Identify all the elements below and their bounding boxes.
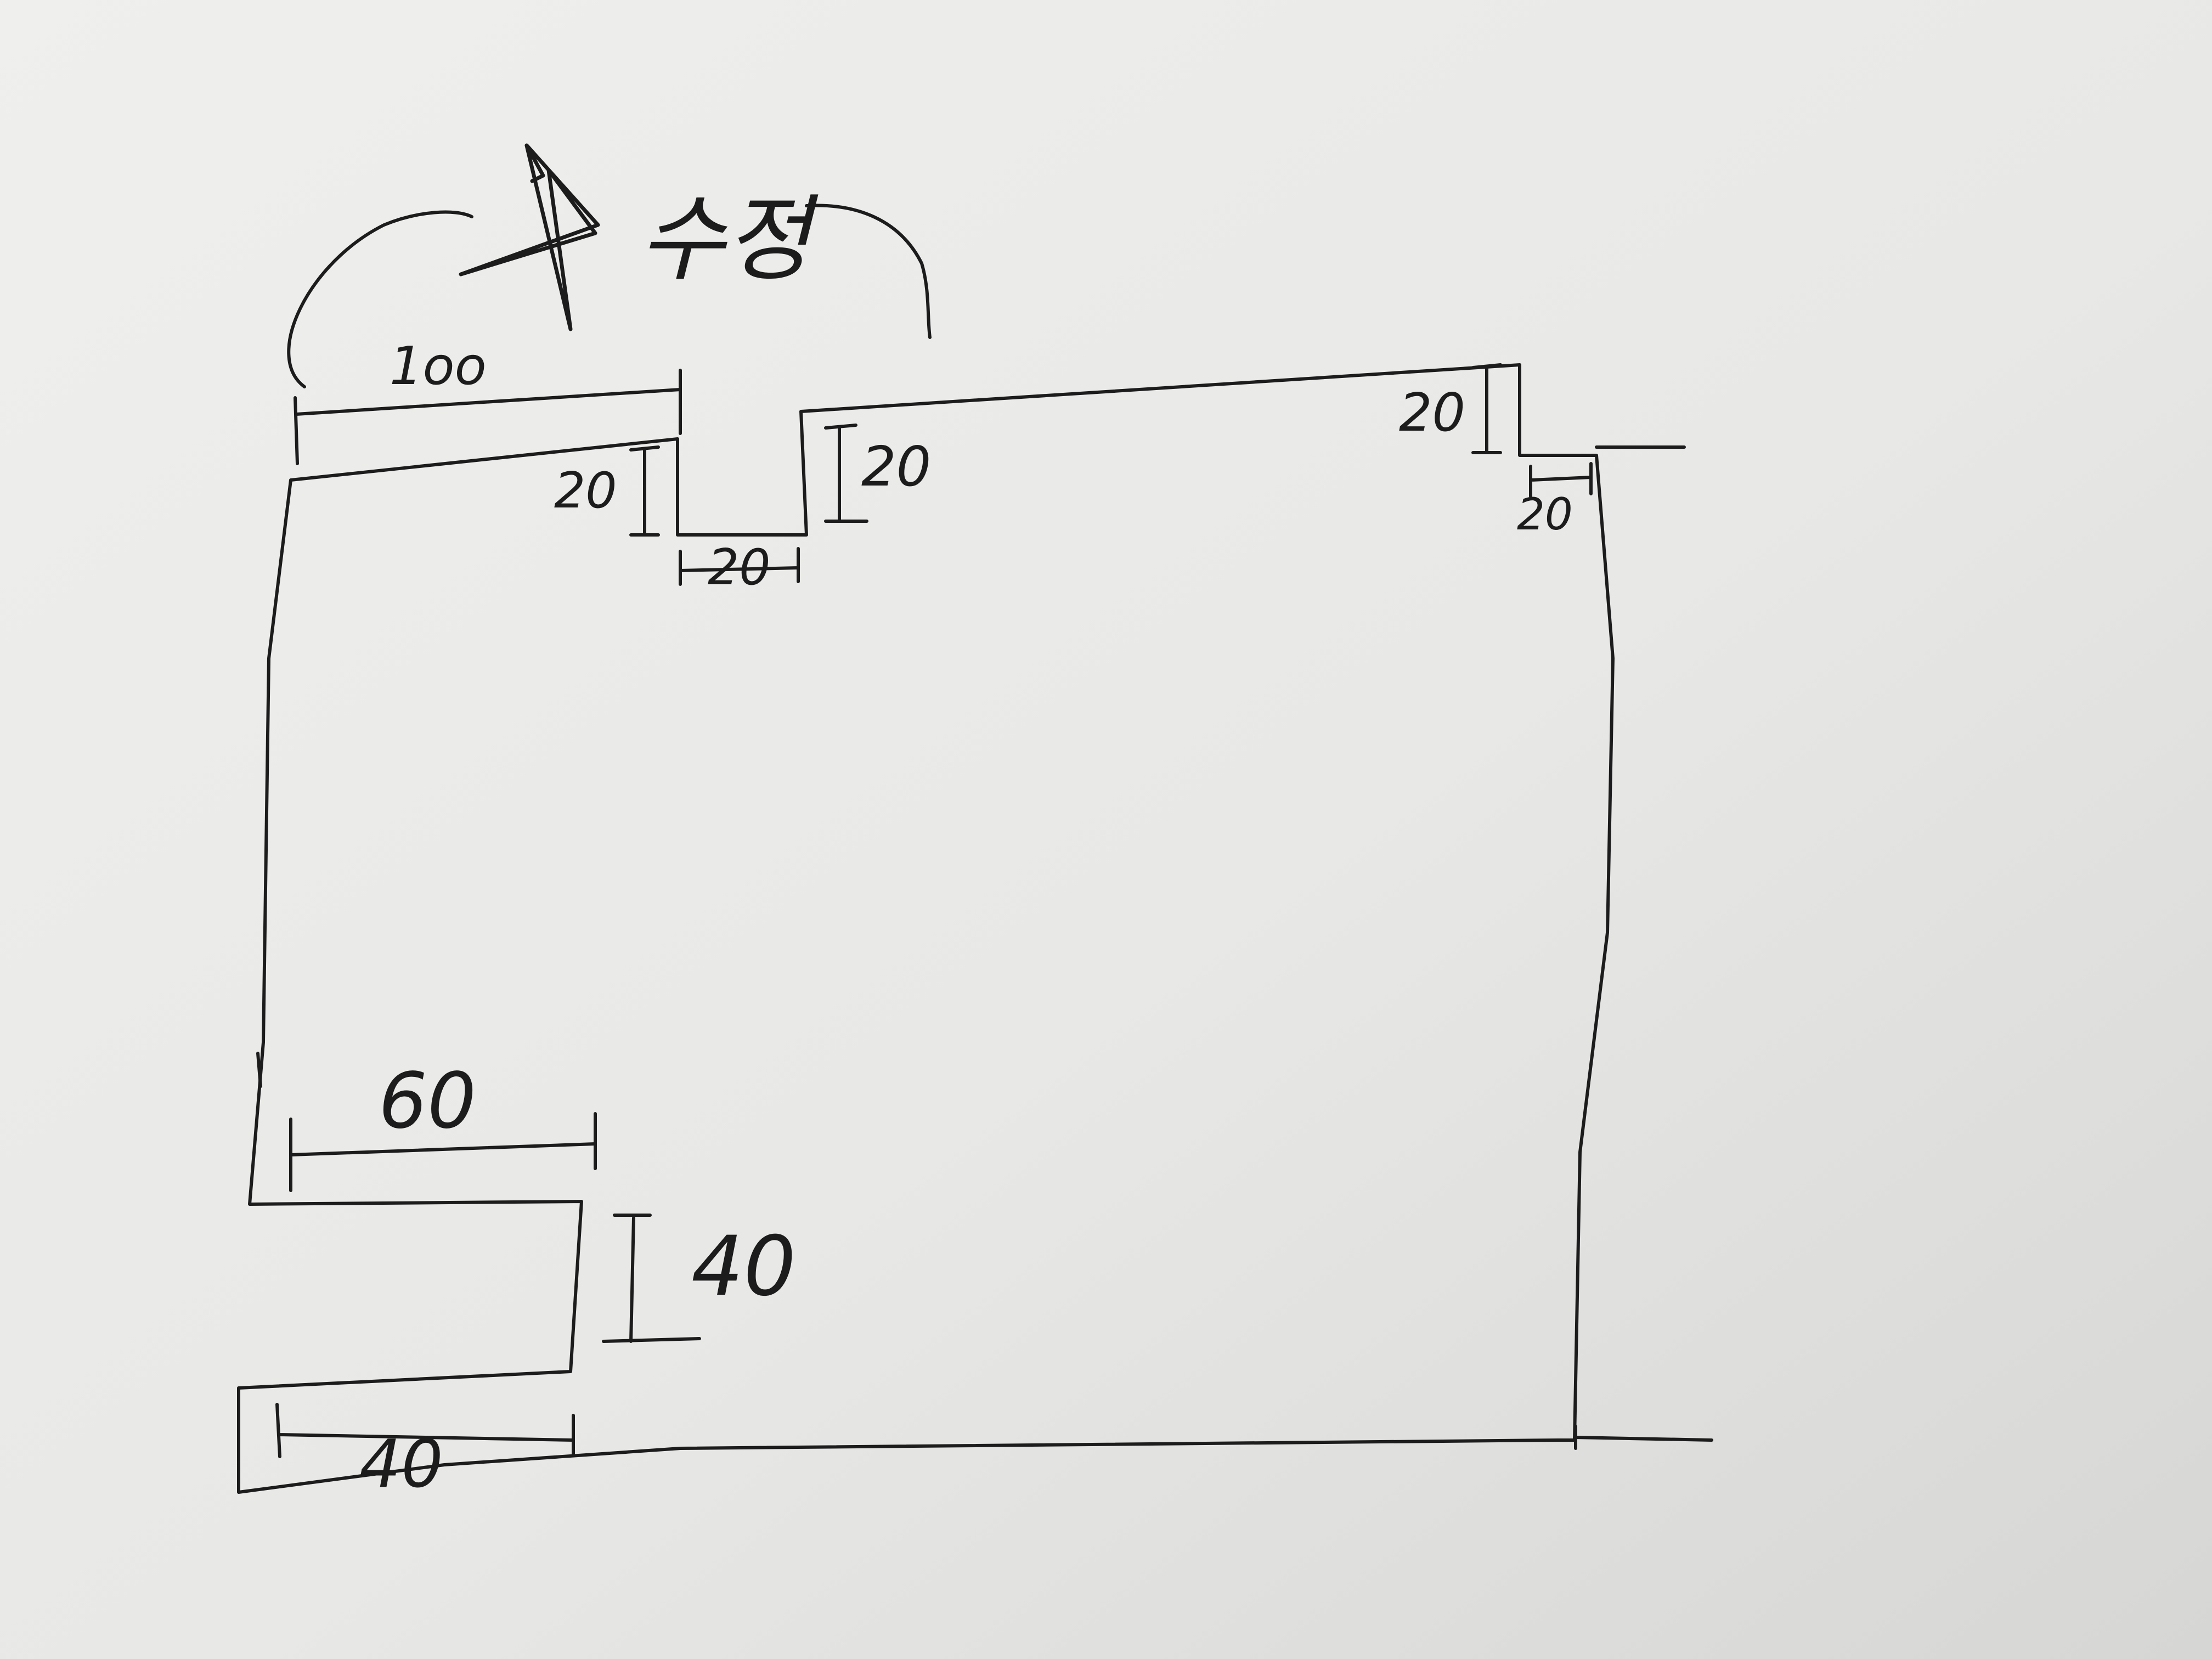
label-notch-right-depth: 20 [861,435,931,499]
label-right-step-width: 20 [1517,489,1573,540]
note-bracket-left [287,210,473,388]
label-right-step-height: 20 [1399,383,1465,443]
label-notch-width: 20 [708,539,771,596]
dimension-line-right-step-height [1471,363,1502,454]
extension-line-right-bottom [1573,1436,1713,1442]
label-notch-left-depth: 20 [554,462,617,520]
note-bracket-right [805,204,932,339]
dimension-line-right-step-width [1529,462,1593,498]
label-top-left-width: 1oo [390,336,487,397]
note-text: 수정 [639,185,819,294]
dimension-tick [294,396,299,465]
dimension-line-notch-right [824,424,868,523]
dimension-line-bottom-cut-height [602,1214,701,1343]
dimension-line-top-left [295,388,682,416]
label-bottom-cut-width: 60 [379,1057,476,1146]
dimension-line-notch-left [629,445,660,537]
dimension-line-bottom-cut-width [289,1112,597,1192]
star-icon [459,143,600,331]
label-bottom-cut-height: 40 [691,1219,796,1314]
extension-tick [256,1052,262,1088]
dimension-line-bottom-ledge [275,1403,575,1458]
dimension-line-notch-width [679,547,800,586]
label-bottom-ledge-width: 40 [359,1426,443,1503]
